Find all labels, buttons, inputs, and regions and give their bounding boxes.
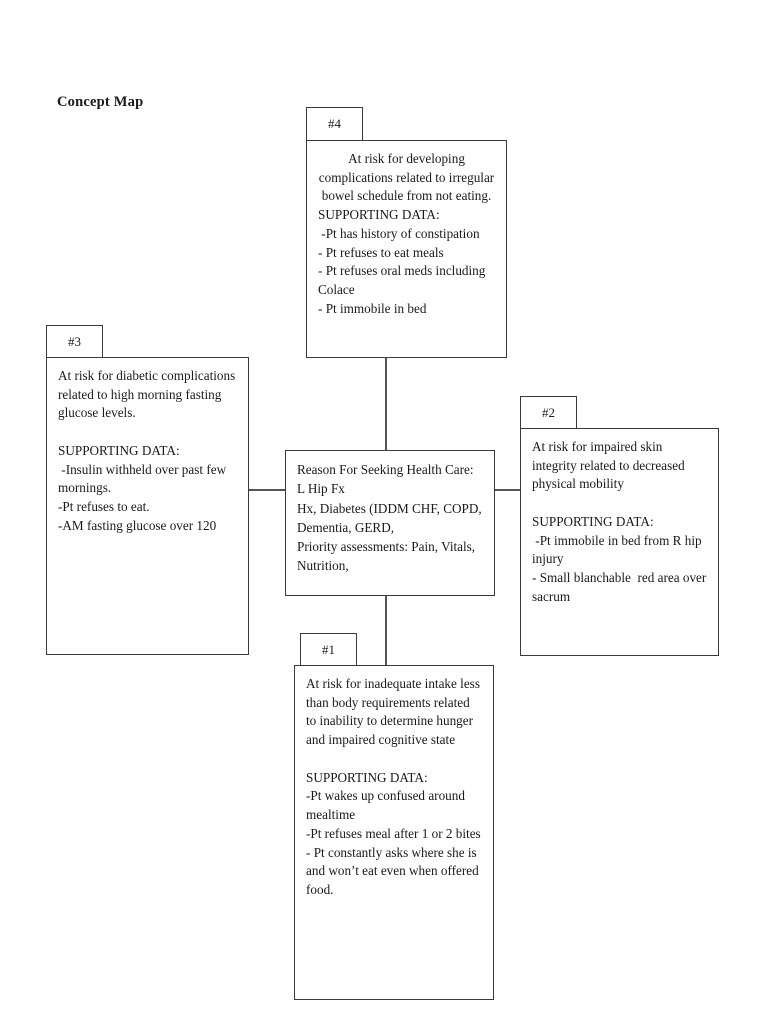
- node-1-body[interactable]: At risk for inadequate intake less than …: [294, 665, 494, 1000]
- node-1-spacer: [306, 750, 482, 769]
- node-1-supporting-item: - Pt constantly asks where she is and wo…: [306, 844, 483, 898]
- connector-center-to-node1: [385, 596, 387, 666]
- node-3-spacer: [58, 423, 237, 442]
- center-node[interactable]: Reason For Seeking Health Care: L Hip Fx…: [285, 450, 495, 596]
- node-2-body[interactable]: At risk for impaired skin integrity rela…: [520, 428, 719, 656]
- node-3-supporting-item: -Pt refuses to eat.: [58, 499, 150, 515]
- node-3-body[interactable]: At risk for diabetic complications relat…: [46, 357, 249, 655]
- page-title: Concept Map: [57, 94, 144, 110]
- node-4-supporting-item: - Pt refuses oral meds including Colace: [318, 263, 489, 298]
- node-4-supporting-item: -Pt has history of constipation: [318, 225, 480, 241]
- node-1-supporting-item: -Pt refuses meal after 1 or 2 bites: [306, 825, 481, 841]
- connector-center-to-node4: [385, 357, 387, 451]
- node-3-supporting-item: -AM fasting glucose over 120: [58, 517, 217, 533]
- node-3-tab[interactable]: #3: [46, 325, 103, 358]
- node-4-heading: At risk for developing complications rel…: [318, 151, 498, 204]
- node-1-tab-label: #1: [322, 641, 335, 657]
- node-4-body[interactable]: At risk for developing complications rel…: [306, 140, 507, 358]
- node-2-tab[interactable]: #2: [520, 396, 577, 429]
- node-2-tab-label: #2: [542, 404, 555, 420]
- node-1-supporting-item: -Pt wakes up confused around mealtime: [306, 788, 469, 823]
- node-4-tab[interactable]: #4: [306, 107, 363, 141]
- node-2-supporting-item: - Small blanchable red area over sacrum: [532, 570, 710, 604]
- node-4-supporting-item: - Pt refuses to eat meals: [318, 244, 444, 260]
- node-2-heading: At risk for impaired skin integrity rela…: [532, 439, 688, 492]
- node-4-supporting-label: SUPPORTING DATA:: [318, 207, 440, 223]
- node-1-supporting-label: SUPPORTING DATA:: [306, 769, 428, 785]
- node-1-tab[interactable]: #1: [300, 633, 357, 666]
- node-2-supporting-label: SUPPORTING DATA:: [532, 513, 654, 529]
- node-2-spacer: [532, 494, 707, 513]
- node-3-tab-label: #3: [68, 333, 81, 349]
- node-3-supporting-item: -Insulin withheld over past few mornings…: [58, 461, 230, 496]
- connector-center-to-node2: [494, 489, 521, 491]
- connector-center-to-node3: [248, 489, 286, 491]
- node-3-heading: At risk for diabetic complications relat…: [58, 368, 239, 421]
- node-3-supporting-label: SUPPORTING DATA:: [58, 442, 180, 458]
- node-2-supporting-item: -Pt immobile in bed from R hip injury: [532, 532, 705, 567]
- center-node-text: Reason For Seeking Health Care: L Hip Fx…: [297, 462, 482, 574]
- node-1-heading: At risk for inadequate intake less than …: [306, 676, 484, 748]
- node-4-tab-label: #4: [328, 116, 341, 131]
- node-4-supporting-item: - Pt immobile in bed: [318, 300, 427, 316]
